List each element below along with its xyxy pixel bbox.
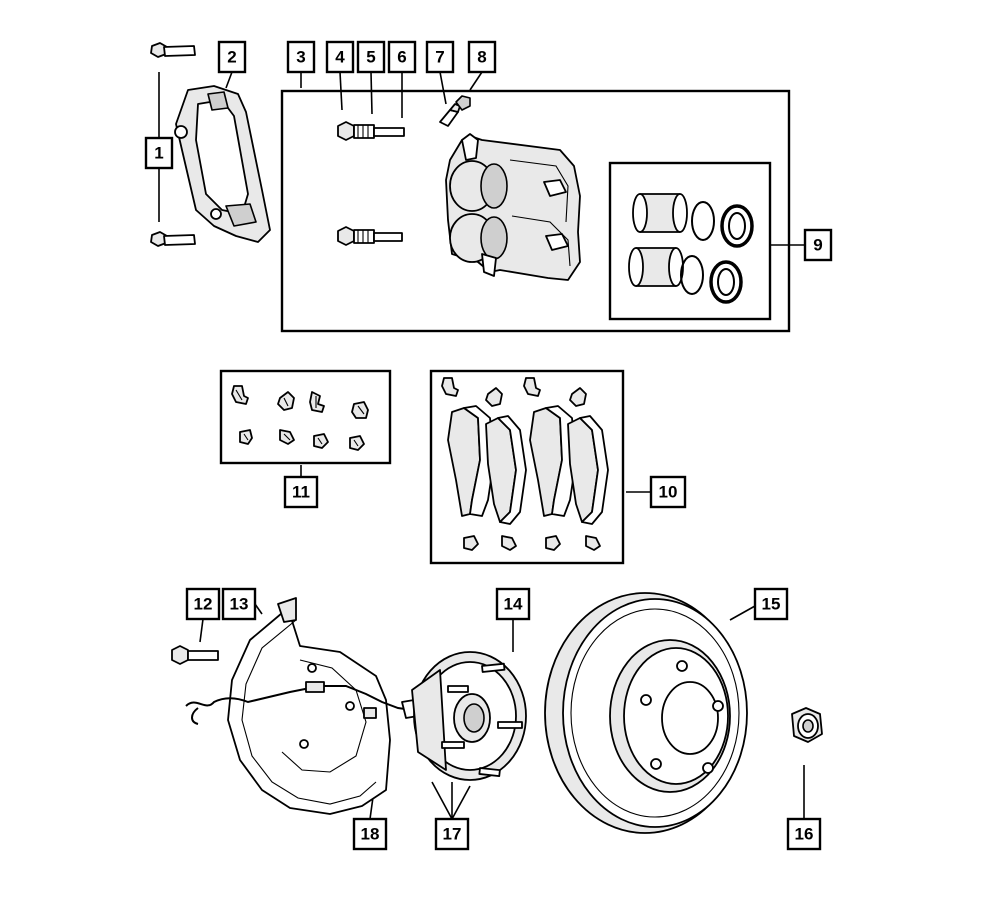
callout-2-label: 2 [227, 48, 236, 67]
callout-12-label: 12 [194, 595, 213, 614]
callout-7[interactable]: 7 [425, 40, 455, 74]
callout-4[interactable]: 4 [325, 40, 355, 74]
callout-3-label: 3 [296, 48, 305, 67]
callout-6[interactable]: 6 [387, 40, 417, 74]
callout-12[interactable]: 12 [185, 587, 221, 621]
callout-6-label: 6 [397, 48, 406, 67]
callout-1-label: 1 [154, 144, 163, 163]
callout-2[interactable]: 2 [217, 40, 247, 74]
bleeder-cap [455, 95, 471, 111]
wheel-studs [441, 662, 523, 777]
callout-11-label: 11 [292, 483, 310, 502]
seal-ring-2 [680, 255, 704, 295]
dust-boot-1 [720, 204, 754, 248]
piston-upper [632, 193, 688, 233]
callout-13[interactable]: 13 [221, 587, 257, 621]
callout-8-label: 8 [477, 48, 486, 67]
hardware-kit-frame [219, 369, 392, 465]
callout-8[interactable]: 8 [467, 40, 497, 74]
caliper-body [445, 133, 581, 281]
callout-17-label: 17 [443, 825, 462, 844]
hub-bearing [411, 651, 527, 781]
callout-16[interactable]: 16 [786, 817, 822, 851]
callout-18[interactable]: 18 [352, 817, 388, 851]
callout-5[interactable]: 5 [356, 40, 386, 74]
callout-7-label: 7 [435, 48, 444, 67]
pad-inner-right [567, 415, 609, 525]
caliper-bracket [174, 85, 271, 243]
callout-4-label: 4 [335, 48, 345, 67]
guide-pin-lower [337, 226, 403, 246]
callout-3[interactable]: 3 [286, 40, 316, 74]
caliper-bolt-top [150, 42, 196, 58]
callout-16-label: 16 [795, 825, 814, 844]
callout-14-label: 14 [504, 595, 523, 614]
pad-kit-frame [429, 369, 625, 565]
callout-15[interactable]: 15 [753, 587, 789, 621]
callout-14[interactable]: 14 [495, 587, 531, 621]
hardware-clips [231, 385, 369, 451]
lug-nut [791, 707, 823, 743]
seal-kit-parts [628, 193, 754, 304]
seal-kit-frame [608, 161, 772, 321]
callout-9[interactable]: 9 [803, 228, 833, 262]
callout-17[interactable]: 17 [434, 817, 470, 851]
pad-inner-left [485, 415, 527, 525]
caliper-bolt-bottom [150, 231, 196, 247]
brake-pads [441, 377, 609, 551]
piston-lower [628, 247, 684, 287]
shield-bolt [171, 645, 219, 665]
callout-9-label: 9 [813, 236, 822, 255]
callout-10-label: 10 [659, 483, 678, 502]
bleeder-screw [439, 103, 461, 127]
dust-boot-2 [709, 260, 743, 304]
brake-rotor [544, 592, 748, 834]
callout-10[interactable]: 10 [649, 475, 687, 509]
callout-11[interactable]: 11 [283, 475, 319, 509]
caliper-kit-frame [280, 89, 791, 333]
splash-shield [227, 597, 391, 815]
callout-15-label: 15 [762, 595, 781, 614]
seal-ring-1 [691, 201, 715, 241]
leader-lines [158, 71, 805, 820]
callout-18-label: 18 [361, 825, 380, 844]
guide-pin-upper [337, 121, 405, 141]
callout-13-label: 13 [230, 595, 249, 614]
callout-1[interactable]: 1 [144, 136, 174, 170]
callout-5-label: 5 [366, 48, 375, 67]
